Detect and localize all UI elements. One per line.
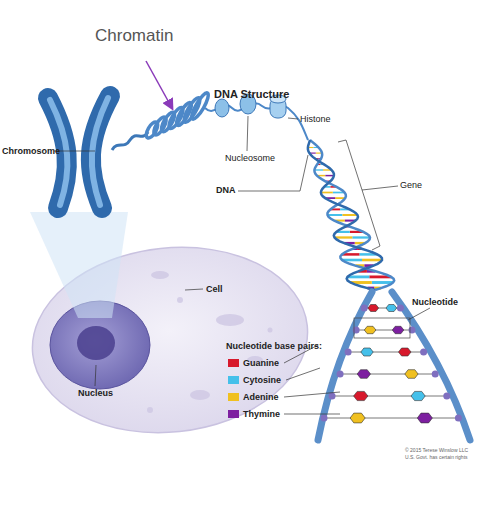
zoom-cone — [30, 212, 128, 318]
part-label: Nucleus — [78, 388, 113, 398]
dna-double-helix — [308, 140, 394, 290]
legend-text: Adenine — [243, 392, 279, 402]
legend-heading: Nucleotide base pairs: — [226, 341, 322, 351]
copyright-note: U.S. Govt. has certain rights — [405, 455, 468, 461]
part-label: Nucleosome — [225, 153, 275, 163]
copyright-note: © 2015 Terese Winslow LLC — [405, 448, 468, 454]
leader-lines — [54, 116, 430, 414]
legend-swatch — [228, 410, 239, 418]
heading: DNA Structure — [214, 88, 289, 101]
nucleosomes — [205, 94, 308, 140]
part-label: Histone — [300, 114, 331, 124]
part-label: Chromosome — [2, 146, 60, 156]
part-label: Chromatin — [95, 26, 173, 46]
legend-swatch — [228, 376, 239, 384]
chromatin-fiber — [112, 91, 211, 150]
pointer-arrow — [146, 61, 172, 108]
legend-text: Guanine — [243, 358, 279, 368]
part-label: DNA — [216, 185, 236, 195]
legend-text: Cytosine — [243, 375, 281, 385]
part-label: Cell — [206, 284, 223, 294]
legend-swatch — [228, 393, 239, 401]
base-pair-ladder — [318, 292, 470, 440]
part-label: Nucleotide — [412, 297, 458, 307]
legend-text: Thymine — [243, 409, 280, 419]
legend-swatch — [228, 359, 239, 367]
part-label: Gene — [400, 180, 422, 190]
